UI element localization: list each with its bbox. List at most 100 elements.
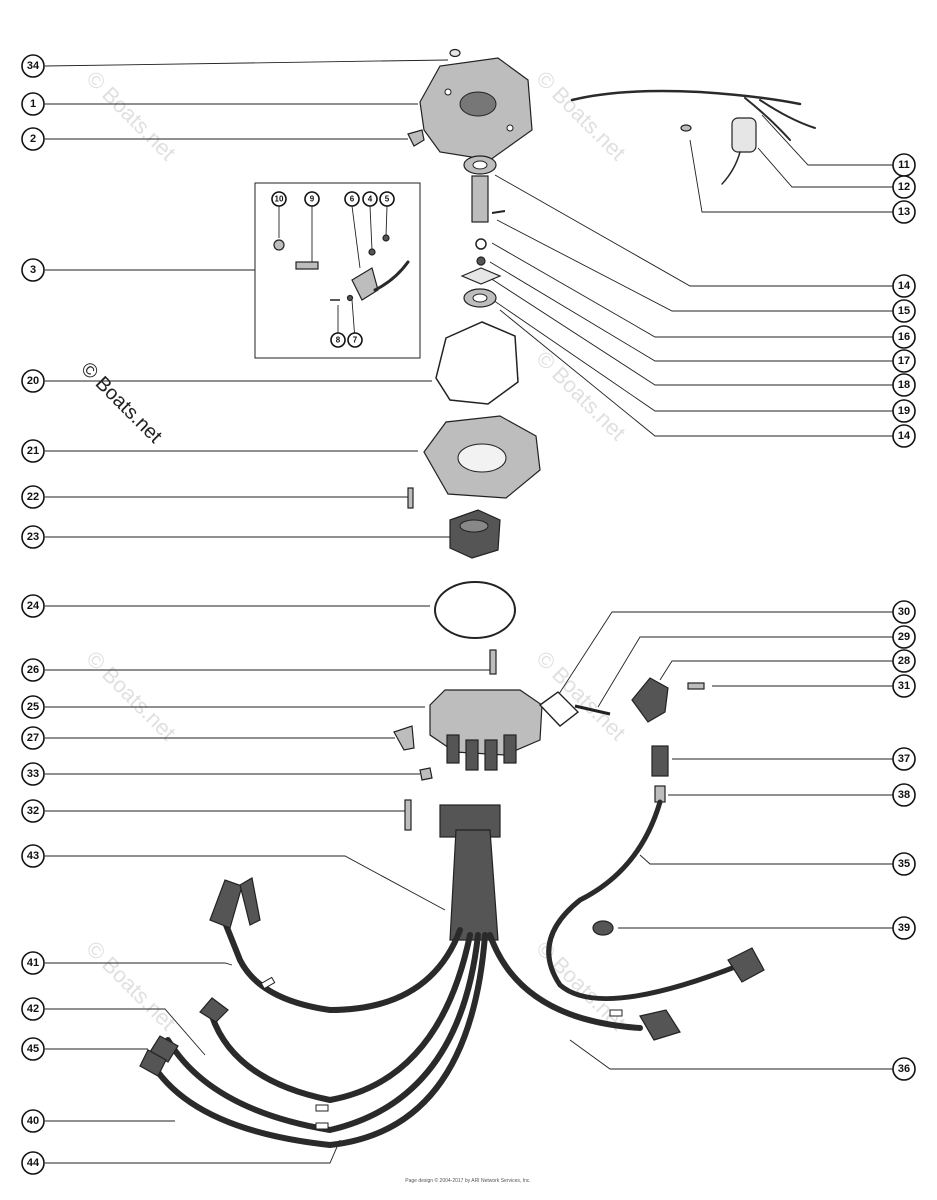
part-18-gasket <box>460 267 502 285</box>
inset-callout-10: 10 <box>271 191 287 207</box>
svg-text:8: 8 <box>336 336 341 345</box>
part-12-condenser <box>731 117 757 153</box>
inset-callout-5: 5 <box>379 191 395 207</box>
svg-text:29: 29 <box>898 631 910 643</box>
svg-text:41: 41 <box>27 957 39 969</box>
part-40-wire <box>165 932 481 1134</box>
svg-text:12: 12 <box>898 181 910 193</box>
svg-text:5: 5 <box>385 195 390 204</box>
callout-25: 25 <box>21 695 45 719</box>
callout-38: 38 <box>892 783 916 807</box>
part-20-gasket <box>435 321 519 405</box>
svg-text:9: 9 <box>310 195 315 204</box>
svg-text:40: 40 <box>27 1115 39 1127</box>
svg-text:27: 27 <box>27 732 39 744</box>
callout-31: 31 <box>892 674 916 698</box>
svg-text:4: 4 <box>368 195 373 204</box>
part-43-harness <box>449 829 499 941</box>
svg-text:3: 3 <box>30 264 36 276</box>
part-33-clip <box>419 767 433 781</box>
callout-17: 17 <box>892 349 916 373</box>
callout-43: 43 <box>21 844 45 868</box>
inset-lead-wire <box>373 260 410 292</box>
callout-30: 30 <box>892 600 916 624</box>
svg-text:36: 36 <box>898 1063 910 1075</box>
part-29-stud <box>574 704 611 716</box>
callout-2: 2 <box>21 127 45 151</box>
callout-15: 15 <box>892 299 916 323</box>
leader-lines <box>44 59 893 1164</box>
part-23-rotor <box>449 509 501 559</box>
svg-text:39: 39 <box>898 922 910 934</box>
part-24-gasket-ring <box>434 581 516 639</box>
callout-27: 27 <box>21 726 45 750</box>
callout-19: 19 <box>892 399 916 423</box>
inset-callout-9: 9 <box>304 191 320 207</box>
callout-21: 21 <box>21 439 45 463</box>
svg-text:30: 30 <box>898 606 910 618</box>
part-36-wire <box>487 932 643 1031</box>
part-16-ring <box>475 238 487 250</box>
svg-text:1: 1 <box>30 98 36 110</box>
callout-3: 3 <box>21 258 45 282</box>
callout-37: 37 <box>892 747 916 771</box>
svg-text:35: 35 <box>898 858 910 870</box>
watermark-6: © Boats.net <box>81 936 180 1035</box>
part-26-pin <box>489 649 497 675</box>
svg-text:24: 24 <box>27 600 40 612</box>
callout-13: 13 <box>892 200 916 224</box>
watermark-1: © Boats.net <box>81 66 180 165</box>
part-37-terminal <box>651 745 669 777</box>
callout-41: 41 <box>21 951 45 975</box>
callout-22: 22 <box>21 485 45 509</box>
callout-11: 11 <box>892 153 916 177</box>
svg-text:18: 18 <box>898 379 910 391</box>
svg-text:26: 26 <box>27 664 39 676</box>
part-11-wire <box>570 89 802 106</box>
callout-14-top: 14 <box>892 274 916 298</box>
svg-text:20: 20 <box>27 375 39 387</box>
inset-callout-7: 7 <box>347 332 363 348</box>
callout-35: 35 <box>892 852 916 876</box>
svg-text:15: 15 <box>898 305 910 317</box>
inset-callout-8: 8 <box>330 332 346 348</box>
callouts-right: 11 12 13 14 15 16 17 18 19 14 30 29 28 3… <box>892 153 916 1081</box>
svg-text:45: 45 <box>27 1043 39 1055</box>
svg-text:42: 42 <box>27 1003 39 1015</box>
svg-text:2: 2 <box>30 133 36 145</box>
callout-26: 26 <box>21 658 45 682</box>
svg-text:13: 13 <box>898 206 910 218</box>
part-35-lead <box>546 799 743 1002</box>
part-39-grommet <box>592 920 614 936</box>
svg-text:17: 17 <box>898 355 910 367</box>
part-22-screw <box>407 487 414 509</box>
part-13-screw <box>680 124 692 132</box>
callout-24: 24 <box>21 594 45 618</box>
part-17-washer <box>476 256 486 266</box>
svg-text:19: 19 <box>898 405 910 417</box>
watermarks: © Boats.net © Boats.net © Boats.net © Bo… <box>76 66 630 1035</box>
callout-20: 20 <box>21 369 45 393</box>
callout-32: 32 <box>21 799 45 823</box>
callout-23: 23 <box>21 525 45 549</box>
inset-kit-box: 10 9 6 4 5 8 7 <box>254 182 421 359</box>
footer: Page design © 2004-2017 by ARI Network S… <box>405 1177 530 1184</box>
svg-text:34: 34 <box>27 60 40 72</box>
svg-text:31: 31 <box>898 680 910 692</box>
watermark-4: © Boats.net <box>81 646 180 745</box>
inset-callout-6: 6 <box>344 191 360 207</box>
callout-39: 39 <box>892 916 916 940</box>
part-42-wire <box>207 932 473 1104</box>
callout-1: 1 <box>21 92 45 116</box>
svg-text:33: 33 <box>27 768 39 780</box>
svg-text:25: 25 <box>27 701 39 713</box>
callout-12: 12 <box>892 175 916 199</box>
part-32-screw <box>404 799 412 831</box>
callout-33: 33 <box>21 762 45 786</box>
part-27-elbow <box>393 725 415 751</box>
callout-44: 44 <box>21 1151 45 1175</box>
callout-29: 29 <box>892 625 916 649</box>
callout-16: 16 <box>892 325 916 349</box>
inset-callout-4: 4 <box>362 191 378 207</box>
